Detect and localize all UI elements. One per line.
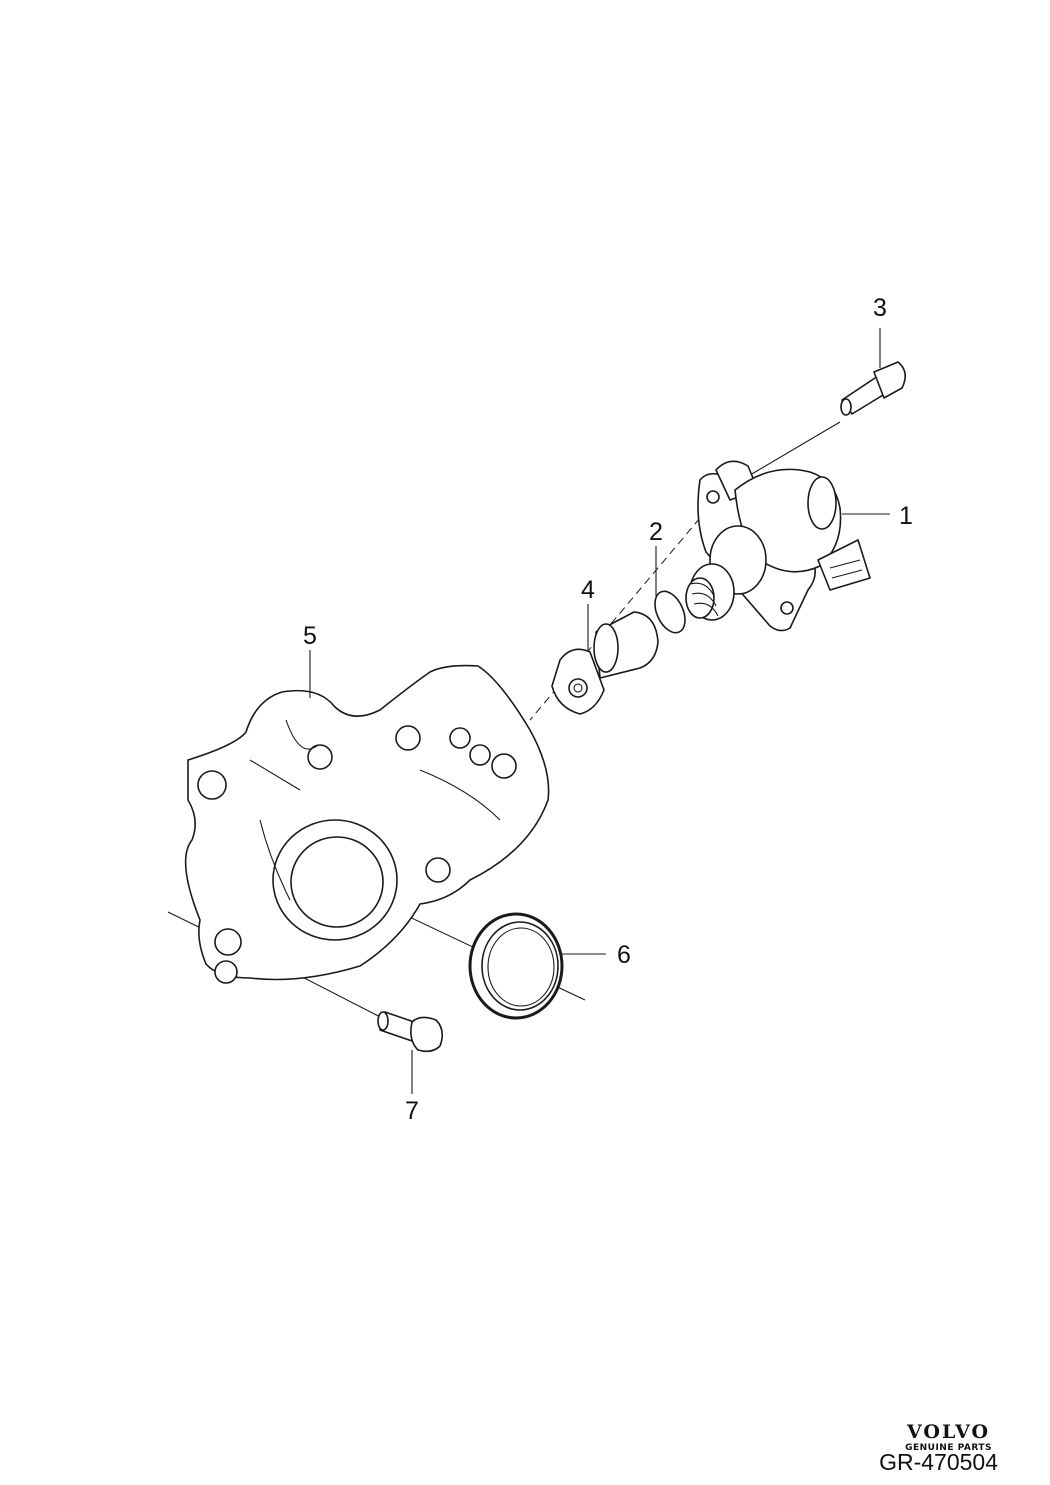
callout-4: 4 [581, 576, 595, 604]
bolt-part-7 [377, 1011, 444, 1053]
callout-1: 1 [899, 502, 913, 530]
oring-part-2 [654, 590, 686, 634]
leader-lines [309, 328, 890, 1094]
bolt-part-3 [840, 361, 906, 416]
housing-part-5 [184, 664, 550, 984]
logo-text: VOLVO [907, 1421, 991, 1443]
callout-3: 3 [873, 294, 887, 322]
callout-7: 7 [405, 1097, 419, 1125]
diagram-reference: GR-470504 [879, 1449, 998, 1475]
callout-6: 6 [617, 941, 631, 969]
volvo-logo: VOLVO GENUINE PARTS [905, 1422, 992, 1454]
pump-part-1 [685, 460, 871, 632]
callout-5: 5 [303, 622, 317, 650]
tappet-part-4 [551, 611, 659, 715]
callout-2: 2 [649, 518, 663, 546]
seal-part-6 [468, 912, 564, 1020]
logo-subtitle: GENUINE PARTS [905, 1443, 992, 1453]
